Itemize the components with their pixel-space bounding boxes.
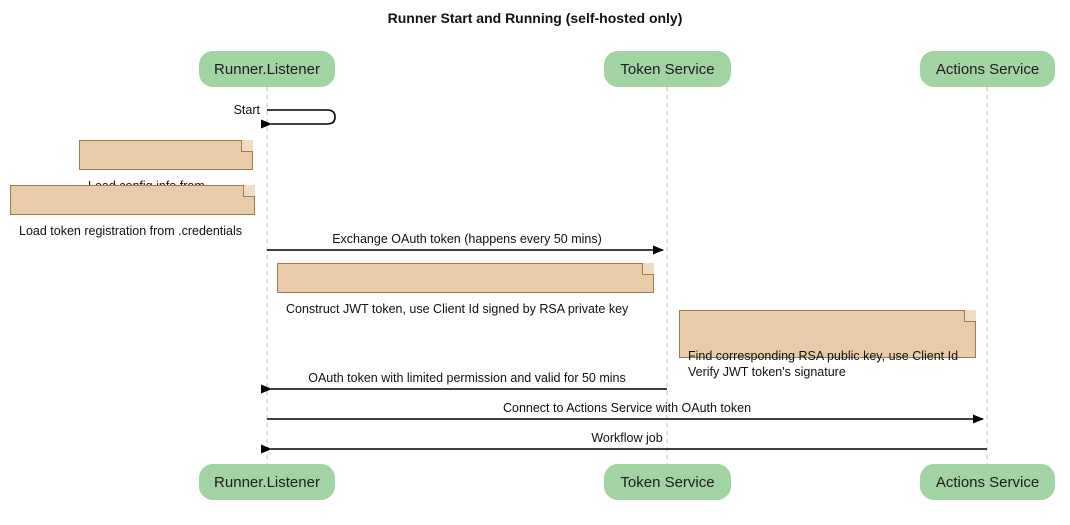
note-text: Find corresponding RSA public key, use C…	[688, 349, 959, 379]
participant-actions-bottom[interactable]: Actions Service	[920, 464, 1055, 500]
participant-label: Actions Service	[935, 473, 1040, 491]
participant-label: Runner.Listener	[214, 60, 320, 78]
message-label-start: Start	[233, 103, 260, 117]
page-title: Runner Start and Running (self-hosted on…	[387, 10, 683, 26]
participant-label: Actions Service	[935, 60, 1040, 78]
participant-token-top[interactable]: Token Service	[604, 51, 731, 87]
participant-runner-bottom[interactable]: Runner.Listener	[199, 464, 335, 500]
note-load-token-registration: Load token registration from .credential…	[10, 185, 255, 238]
note-construct-jwt: Construct JWT token, use Client Id signe…	[277, 263, 654, 316]
note-fold-icon	[642, 263, 654, 275]
note-fold-icon	[241, 140, 253, 152]
note-fold-icon	[243, 185, 255, 197]
note-text: Construct JWT token, use Client Id signe…	[286, 302, 629, 316]
note-text: Load token registration from .credential…	[19, 224, 243, 238]
participant-label: Runner.Listener	[214, 473, 320, 491]
note-load-config: Load config info from .runner	[79, 140, 253, 209]
participant-actions-top[interactable]: Actions Service	[920, 51, 1055, 87]
message-arrow-start	[261, 109, 336, 129]
message-label-connect-actions: Connect to Actions Service with OAuth to…	[502, 401, 752, 415]
participant-label: Token Service	[620, 60, 715, 78]
message-label-oauth-return: OAuth token with limited permission and …	[308, 371, 626, 385]
message-label-workflow-job: Workflow job	[591, 431, 663, 445]
message-label-exchange-oauth: Exchange OAuth token (happens every 50 m…	[332, 232, 602, 246]
note-verify-jwt: Find corresponding RSA public key, use C…	[679, 310, 976, 379]
participant-runner-top[interactable]: Runner.Listener	[199, 51, 335, 87]
participant-token-bottom[interactable]: Token Service	[604, 464, 731, 500]
note-fold-icon	[964, 310, 976, 322]
participant-label: Token Service	[620, 473, 715, 491]
